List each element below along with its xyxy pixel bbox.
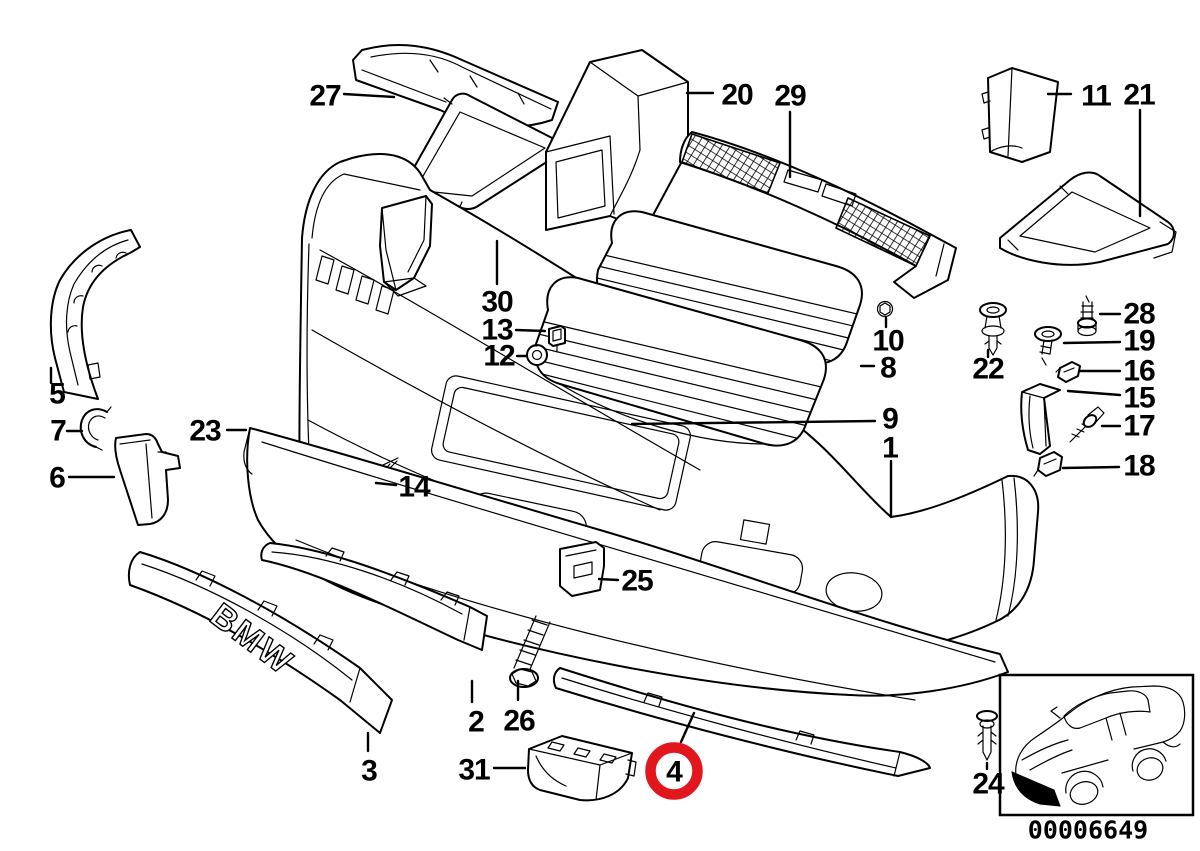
part-19-fastener (1034, 326, 1062, 366)
part-label-17[interactable]: 17 (1123, 410, 1156, 443)
part-9-lower-grille (534, 276, 827, 447)
part-31-cover-box (527, 735, 637, 802)
part-label-26[interactable]: 26 (503, 705, 536, 738)
leader-line-9 (630, 419, 877, 426)
part-15-bracket (1020, 383, 1061, 455)
part-20-air-duct (545, 49, 689, 231)
part-label-10[interactable]: 10 (872, 325, 905, 358)
part-label-22[interactable]: 22 (972, 353, 1005, 386)
part-11-corner-bracket (981, 67, 1059, 163)
vehicle-inset: 00006649 (998, 673, 1195, 845)
part-label-13[interactable]: 13 (481, 314, 514, 347)
part-label-9[interactable]: 9 (882, 403, 899, 436)
part-21-corner-tray (999, 171, 1177, 266)
part-5-side-molding (49, 229, 141, 400)
part-label-28[interactable]: 28 (1123, 298, 1156, 331)
part-16-clip (1055, 361, 1081, 383)
leader-line-18 (1061, 465, 1121, 470)
part-4-lower-strip (552, 667, 931, 777)
leader-line-15 (1066, 389, 1122, 397)
part-28-screw (1077, 295, 1097, 337)
part-label-12[interactable]: 12 (483, 340, 516, 373)
part-label-5[interactable]: 5 (49, 378, 66, 411)
part-label-25[interactable]: 25 (621, 565, 654, 598)
part-label-18[interactable]: 18 (1123, 450, 1156, 483)
part-label-31[interactable]: 31 (458, 754, 491, 787)
part-7-clip (79, 406, 112, 451)
part-25-bracket (559, 541, 605, 597)
part-label-19[interactable]: 19 (1123, 325, 1156, 358)
part-10-nut (876, 300, 894, 318)
part-label-30[interactable]: 30 (481, 286, 514, 319)
part-label-1[interactable]: 1 (882, 432, 899, 465)
vehicle-illustration (1011, 685, 1186, 807)
highlighted-bumper-area (1011, 771, 1061, 807)
part-label-11[interactable]: 11 (1081, 80, 1112, 113)
part-13-clip (548, 325, 566, 353)
part-label-29[interactable]: 29 (774, 80, 807, 113)
part-24-rivet (976, 710, 998, 761)
part-label-3[interactable]: 3 (361, 755, 378, 788)
highlight-circle (645, 742, 703, 800)
leader-line-14 (374, 481, 398, 487)
part-label-24[interactable]: 24 (972, 768, 1006, 801)
part-label-27[interactable]: 27 (309, 80, 342, 113)
part-2-impact-absorber (260, 542, 488, 651)
part-18-clip (1033, 451, 1063, 477)
part-label-7[interactable]: 7 (50, 415, 67, 448)
part-label-20[interactable]: 20 (721, 79, 754, 112)
part-label-4[interactable]: 4 (666, 756, 684, 789)
part-30-bracket (379, 195, 433, 297)
part-label-8[interactable]: 8 (880, 352, 897, 385)
leader-line-13 (514, 328, 547, 333)
leader-line-19 (1062, 340, 1122, 345)
part-label-23[interactable]: 23 (189, 415, 222, 448)
part-6-bracket (114, 433, 181, 526)
leader-line-27 (342, 92, 396, 99)
part-22-expanding-rivet (979, 302, 1007, 356)
leader-line-4 (679, 711, 696, 744)
leader-line-25 (597, 577, 620, 582)
diagram-code: 00006649 (1028, 816, 1148, 845)
part-label-14[interactable]: 14 (398, 471, 432, 504)
part-29-upper-grille (679, 131, 957, 299)
part-17-screw (1069, 406, 1105, 443)
part-label-21[interactable]: 21 (1123, 79, 1156, 112)
part-12-grommet (526, 344, 548, 366)
part-label-15[interactable]: 15 (1123, 382, 1156, 415)
part-label-6[interactable]: 6 (49, 462, 66, 495)
part-label-16[interactable]: 16 (1123, 355, 1156, 388)
part-label-2[interactable]: 2 (468, 706, 485, 739)
